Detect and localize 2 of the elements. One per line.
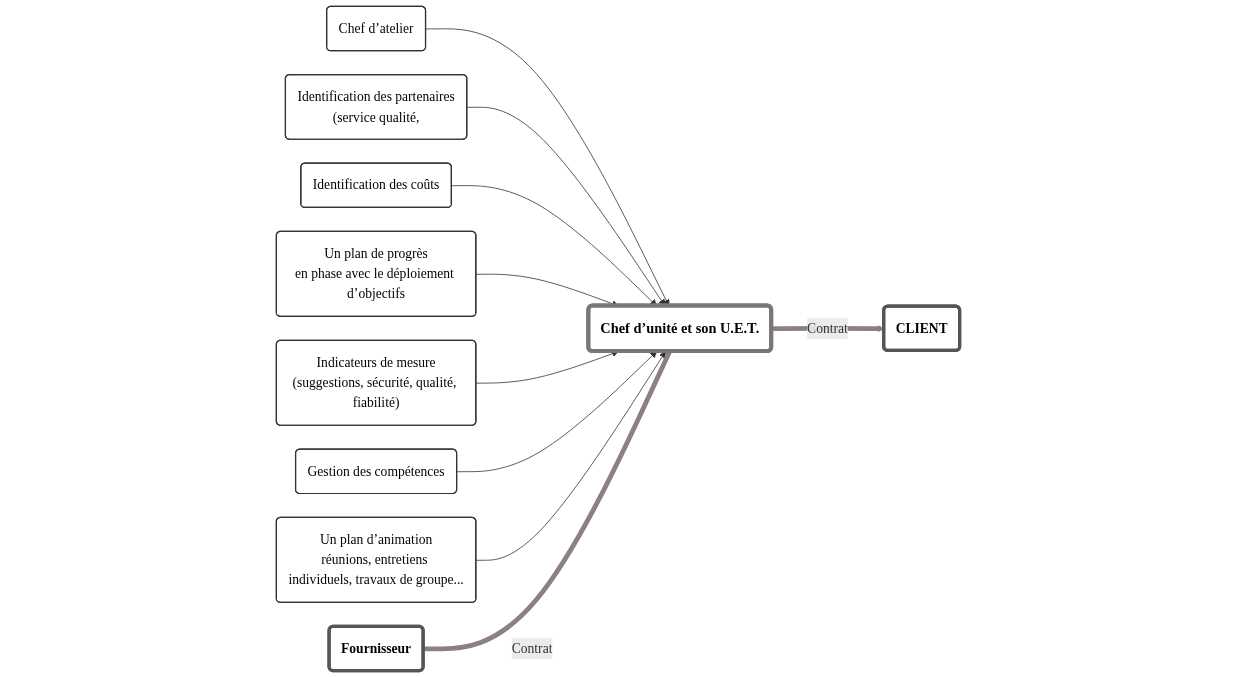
edge-label: Contrat xyxy=(511,640,553,656)
edge-label: Contrat xyxy=(807,320,848,336)
